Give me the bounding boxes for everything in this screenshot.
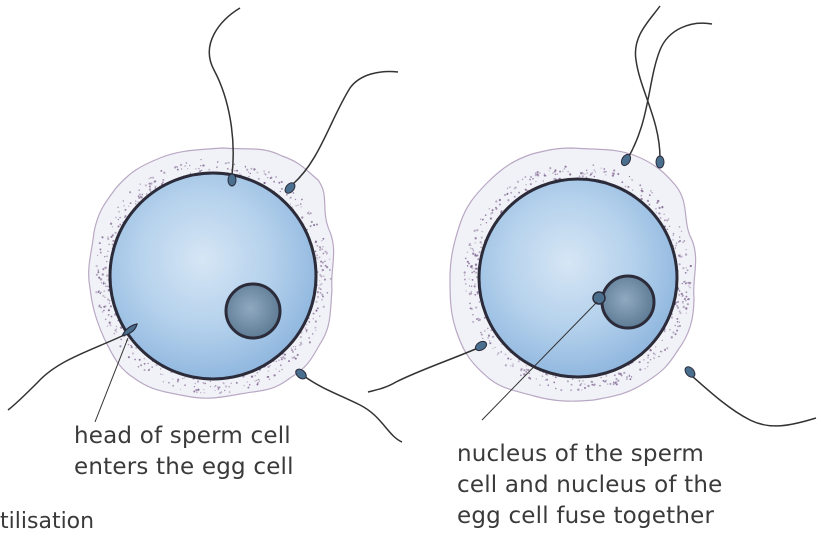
- left-sperm-tail-entering: [8, 336, 122, 410]
- right-caption-line-1: nucleus of the sperm: [457, 439, 723, 470]
- left-caption-line-1: head of sperm cell: [74, 421, 294, 452]
- right-sperm-top-tail-a: [628, 23, 712, 158]
- right-cytoplasm: [479, 179, 677, 377]
- left-sperm-top-head: [228, 174, 236, 186]
- right-sperm-nucleus: [593, 292, 605, 304]
- right-caption: nucleus of the sperm cell and nucleus of…: [457, 439, 723, 532]
- left-egg-cell: [8, 8, 402, 442]
- right-sperm-bottom-head: [683, 365, 697, 379]
- right-egg-cell: [368, 6, 816, 426]
- right-sperm-bottom-tail: [692, 376, 816, 426]
- right-sperm-top-head-b: [656, 156, 664, 168]
- left-sperm-right-tail: [293, 72, 398, 184]
- right-caption-line-3: egg cell fuse together: [457, 501, 723, 532]
- left-caption-line-2: enters the egg cell: [74, 452, 294, 483]
- right-egg-nucleus: [602, 276, 654, 328]
- right-sperm-left-tail: [368, 348, 478, 392]
- left-caption: head of sperm cell enters the egg cell: [74, 421, 294, 483]
- left-cytoplasm: [110, 173, 316, 379]
- left-egg-nucleus: [226, 284, 280, 338]
- right-caption-line-2: cell and nucleus of the: [457, 470, 723, 501]
- figure-title: Fertilisation: [0, 508, 94, 536]
